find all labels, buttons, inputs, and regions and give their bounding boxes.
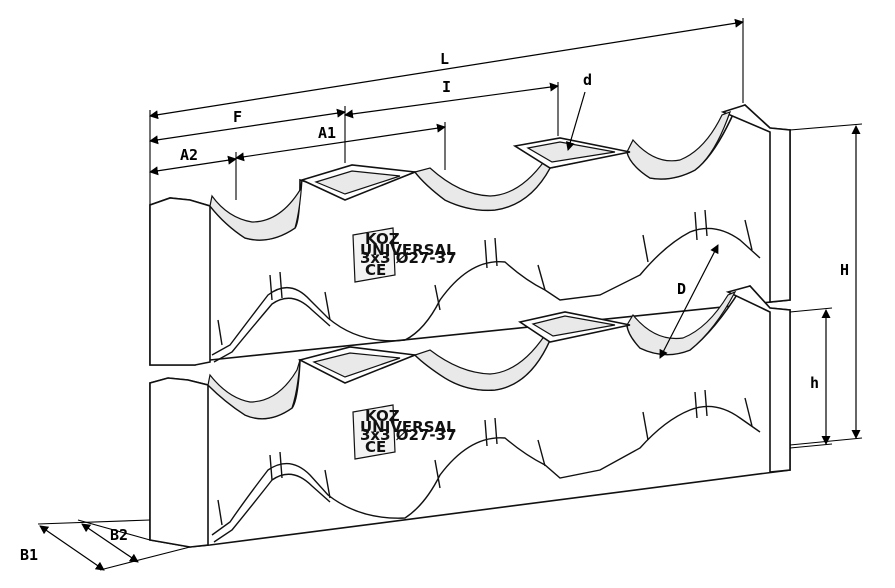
ext-H-top	[789, 123, 863, 131]
label-B2: B2	[110, 526, 128, 544]
label-F: F	[233, 108, 242, 126]
label-A2: A2	[180, 146, 198, 164]
top-block-right-cap	[720, 104, 791, 303]
dim-line-D	[659, 244, 719, 359]
top-clip-tabs-2	[434, 237, 546, 311]
bottom-block-right-cap	[725, 285, 791, 473]
label-h: h	[810, 374, 819, 392]
dim-line-F	[149, 108, 346, 145]
top-label-plate: KOZ UNIVERSAL 3x3 Ø27-37 CE	[352, 227, 457, 283]
bottom-spacer-block: KOZ UNIVERSAL 3x3 Ø27-37 CE	[149, 285, 791, 548]
top-clip-tabs-3	[642, 209, 753, 263]
dim-line-I	[344, 82, 559, 119]
top-clip-tabs-1	[217, 271, 331, 346]
top-window-right-inner	[526, 141, 616, 163]
top-plate-line2: 3x3 Ø27-37	[360, 249, 457, 267]
label-H: H	[840, 261, 849, 279]
top-saddle-1	[209, 179, 303, 241]
bottom-plate-line1: UNIVERSAL	[360, 418, 456, 436]
bottom-plate-brand: KOZ	[365, 407, 400, 425]
bottom-saddle-1	[207, 359, 301, 420]
bottom-plate-line2: 3x3 Ø27-37	[360, 426, 457, 444]
bottom-window-left-inner	[312, 352, 401, 378]
dim-line-A1	[235, 123, 446, 162]
ext-h-top	[789, 307, 833, 313]
bottom-block-left-cap	[149, 377, 209, 548]
top-window-left-inner	[314, 170, 401, 195]
top-saddle-3	[626, 110, 731, 180]
ext-B1-left	[37, 519, 151, 525]
label-D: D	[677, 280, 686, 298]
label-B1: B1	[20, 546, 38, 564]
label-L: L	[440, 50, 449, 68]
bottom-label-plate: KOZ UNIVERSAL 3x3 Ø27-37 CE	[352, 404, 457, 460]
dim-line-d	[565, 91, 586, 151]
dim-line-L	[149, 18, 744, 120]
bottom-saddle-2	[413, 334, 551, 391]
top-clips-wave-inner	[213, 297, 331, 363]
ext-B-bottom	[99, 546, 191, 571]
bottom-clips-wave-inner	[213, 473, 331, 543]
top-block-left-cap	[149, 197, 211, 366]
label-A1: A1	[318, 124, 336, 142]
top-plate-mark: CE	[365, 261, 386, 279]
bottom-clip-tabs-3	[642, 389, 753, 441]
bottom-clip-tabs-2	[434, 417, 546, 489]
bottom-window-right-inner	[531, 315, 616, 337]
label-d: d	[583, 71, 592, 89]
bottom-clip-tabs-1	[217, 451, 331, 526]
label-I: I	[442, 78, 451, 96]
top-plate-line1: UNIVERSAL	[360, 241, 456, 259]
top-clips-wave	[211, 227, 761, 356]
top-saddle-2	[413, 158, 551, 211]
bottom-clips-wave	[211, 405, 761, 536]
dim-line-B1	[39, 525, 105, 571]
top-spacer-block: KOZ UNIVERSAL 3x3 Ø27-37 CE	[149, 104, 791, 366]
dim-line-B2	[81, 523, 139, 563]
bottom-plate-mark: CE	[365, 438, 386, 456]
top-plate-brand: KOZ	[365, 230, 400, 248]
dim-line-A2	[149, 155, 237, 176]
dimension-annotations: L I F A1 A2 d H h D B1 B2	[20, 18, 863, 571]
